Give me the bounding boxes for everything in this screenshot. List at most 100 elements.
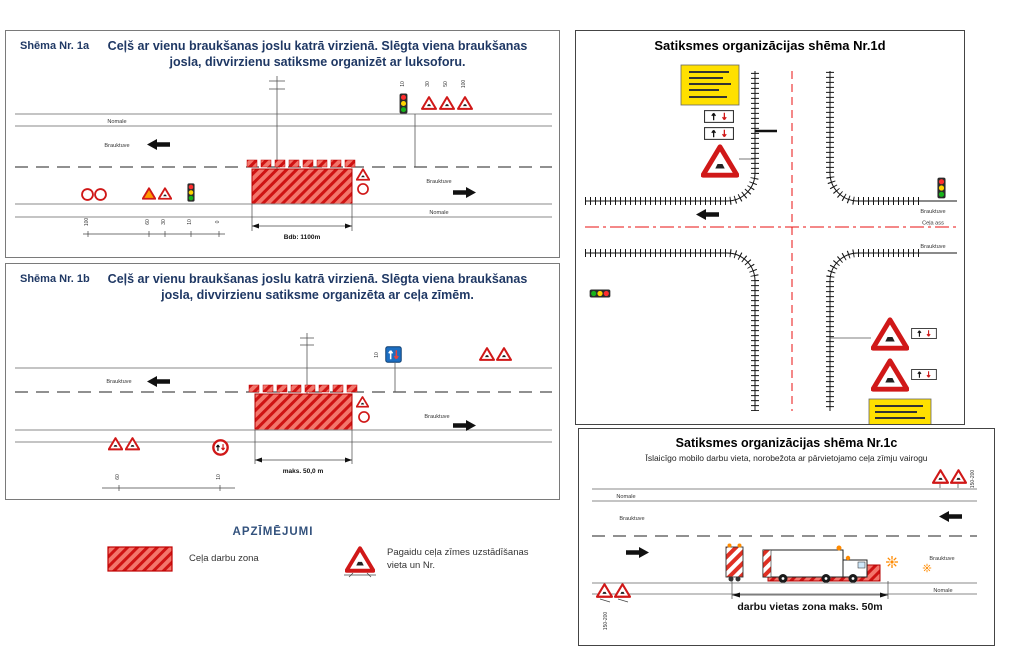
warning-triangle-sign	[614, 583, 631, 598]
warning-triangle-sign	[950, 469, 967, 484]
legend-zone-label: Ceļa darbu zona	[189, 553, 259, 564]
distance-tick: 0	[215, 220, 221, 223]
schema-1c-title: Satiksmes organizācijas shēma Nr.1c	[675, 436, 898, 450]
sign-group-zone-right	[356, 168, 370, 195]
mobile-sign-board	[725, 543, 744, 582]
distance-tick: 60	[145, 219, 151, 225]
road-edges	[585, 71, 957, 411]
legend-sign-icon	[344, 546, 376, 578]
warning-triangle-sign	[356, 168, 370, 181]
beacon-burst-icon	[885, 555, 899, 569]
legend: APZĪMĒJUMI Ceļa darbu zona Pagaidu ceļa …	[95, 520, 565, 610]
label-brauktuve-top: Brauktuve	[920, 209, 945, 215]
work-zone	[254, 393, 353, 431]
round-sign	[94, 188, 107, 201]
distance-tick: 10	[400, 81, 406, 87]
round-sign	[357, 183, 369, 195]
lane-arrows-plate	[911, 328, 937, 339]
label-nomale-bottom: Nomale	[429, 210, 448, 216]
direction-arrow-left	[147, 376, 170, 387]
lane-arrows-plate	[704, 127, 734, 140]
traffic-light-icon	[399, 93, 408, 114]
plate-text-lines	[875, 405, 925, 419]
distance-tick: 150-200	[970, 470, 976, 489]
legend-sign-label: Pagaidu ceļa zīmes uzstādīšanas vieta un…	[387, 547, 529, 573]
beacon	[727, 543, 732, 548]
label-cela-ass: Ceļa ass	[922, 221, 944, 227]
direction-arrow-right	[453, 187, 476, 198]
zone-dimension-label: Bdb: 1100m	[284, 234, 321, 241]
direction-arrow-left	[147, 139, 170, 150]
beacon	[836, 545, 842, 551]
panel-schema-1a: Shēma Nr. 1a Ceļš ar vienu braukšanas jo…	[5, 30, 560, 258]
legend-workzone-swatch	[107, 546, 173, 572]
oncoming-priority-sign	[212, 439, 229, 456]
sign-group-top	[680, 64, 755, 175]
sign-group-bottom	[830, 320, 937, 424]
curb-hatching	[585, 71, 919, 411]
sign-group-right: 10 30 50 100	[399, 80, 473, 167]
legend-sign-label-line2: vieta un Nr.	[387, 559, 436, 571]
zone-dimension-label: darbu vietas zona maks. 50m	[737, 601, 882, 613]
distance-tick: 60	[115, 474, 121, 480]
distance-tick: 100	[461, 80, 467, 89]
schema-1a-title: Ceļš ar vienu braukšanas joslu katrā vir…	[107, 39, 528, 70]
zone-dimension-label: maks. 50,0 m	[283, 468, 324, 475]
sign-group-right: 10	[374, 346, 512, 392]
blue-priority-sign	[385, 346, 402, 363]
direction-arrow-left	[939, 511, 962, 522]
schema-1c-subtitle: Īslaicīgo mobilo darbu vieta, norobežota…	[645, 453, 928, 463]
label-brauktuve-left: Brauktuve	[106, 379, 131, 385]
lane-arrows-plate	[911, 369, 937, 380]
portable-signs-left: 150-200	[596, 583, 631, 631]
sign-group-zone-right	[356, 396, 370, 423]
warning-triangle-sign	[421, 96, 437, 110]
legend-title: APZĪMĒJUMI	[232, 526, 314, 538]
label-nomale-bottom: Nomale	[933, 588, 952, 594]
panel-schema-1c: Satiksmes organizācijas shēma Nr.1c Īsla…	[578, 428, 995, 646]
warning-triangle-sign	[873, 320, 907, 348]
beacon-burst-icon	[922, 563, 932, 573]
panel-schema-1d: Satiksmes organizācijas shēma Nr.1d Brau…	[575, 30, 965, 425]
warning-triangle-sign	[479, 347, 495, 361]
distance-tick: 10	[187, 219, 193, 225]
legend-sign-label-line1: Pagaidu ceļa zīmes uzstādīšanas	[387, 547, 529, 558]
schema-1d-drawing: Brauktuve Ceļa ass Brauktuve	[585, 64, 957, 424]
lane-arrows-plate	[704, 110, 734, 123]
plate-text-lines	[689, 71, 731, 98]
warning-triangle-sign	[356, 396, 369, 408]
label-brauktuve-left: Brauktuve	[104, 143, 129, 149]
direction-arrow-right	[626, 547, 649, 558]
zone-dimension: maks. 50,0 m	[254, 430, 353, 475]
warning-triangle-sign	[439, 96, 455, 110]
warning-triangle-sign	[703, 147, 737, 175]
warning-triangle-sign	[596, 583, 613, 598]
schema-1a-drawing: Nomale Brauktuve Brauktuve Nomale	[15, 76, 552, 241]
portable-signs-right: 150-200	[932, 469, 976, 489]
warning-triangle-sign	[158, 187, 172, 200]
barrier-fence	[248, 384, 358, 393]
distance-tick: 10	[374, 352, 380, 358]
label-brauktuve-right: Brauktuve	[426, 179, 451, 185]
warning-triangle-sign	[932, 469, 949, 484]
direction-arrow-right	[453, 420, 476, 431]
sign-group-left: 60 10	[102, 437, 235, 491]
warning-triangle-sign	[345, 546, 375, 573]
panel-schema-1b: Shēma Nr. 1b Ceļš ar vienu braukšanas jo…	[5, 263, 560, 500]
distance-tick: 150-200	[603, 612, 609, 631]
truck-window	[857, 561, 866, 569]
distance-tick: 30	[425, 81, 431, 87]
schema-1b-drawing: Brauktuve Brauktuve m	[15, 333, 552, 491]
warning-triangle-sign	[125, 437, 140, 451]
traffic-light-icon	[187, 183, 195, 202]
distance-tick: 10	[216, 474, 222, 480]
label-brauktuve-top: Brauktuve	[619, 516, 644, 522]
schema-1c-drawing: Nomale Brauktuve	[592, 469, 977, 631]
warning-triangle-sign	[108, 437, 123, 451]
schema-1a-code: Shēma Nr. 1a	[20, 40, 90, 52]
beacon	[737, 543, 742, 548]
barrier-fence	[246, 159, 356, 168]
beacon	[845, 555, 851, 561]
round-sign	[358, 411, 370, 423]
